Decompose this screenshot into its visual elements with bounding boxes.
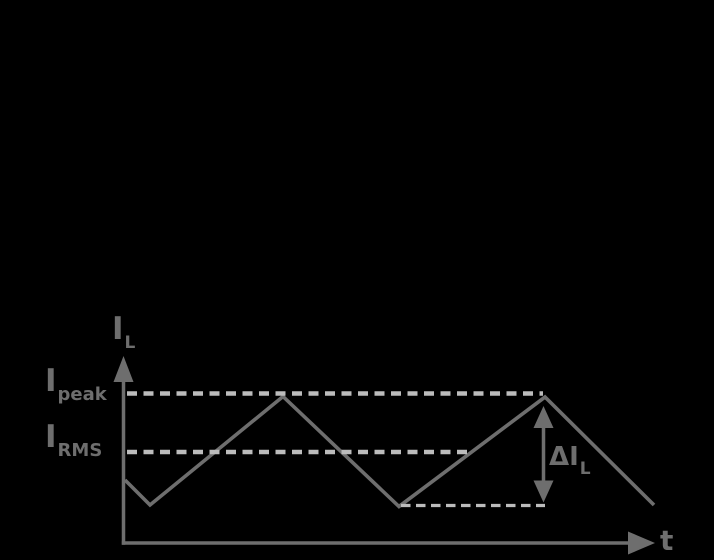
ripple-label-sub: L xyxy=(579,458,591,479)
ipeak-label: Ipeak xyxy=(45,363,107,404)
y-axis-label: IL xyxy=(112,311,135,352)
irms-label-sub: RMS xyxy=(57,440,103,461)
ripple-label-main: ΔI xyxy=(549,442,579,472)
ipeak-label-sub: peak xyxy=(57,384,107,405)
ipeak-label-main: I xyxy=(45,363,57,399)
x-axis-label: t xyxy=(660,524,674,557)
irms-label-main: I xyxy=(45,419,57,455)
x-axis-arrowhead-icon xyxy=(628,531,655,555)
ripple-label: ΔIL xyxy=(549,442,591,477)
y-axis-label-sub: L xyxy=(124,332,136,353)
irms-label: IRMS xyxy=(45,419,102,460)
inductor-current-waveform xyxy=(123,394,656,509)
ripple-arrowhead-up-icon xyxy=(533,406,554,428)
y-axis-arrowhead-icon xyxy=(113,356,134,382)
ripple-arrowhead-down-icon xyxy=(533,480,554,503)
y-axis-label-main: I xyxy=(112,311,124,347)
